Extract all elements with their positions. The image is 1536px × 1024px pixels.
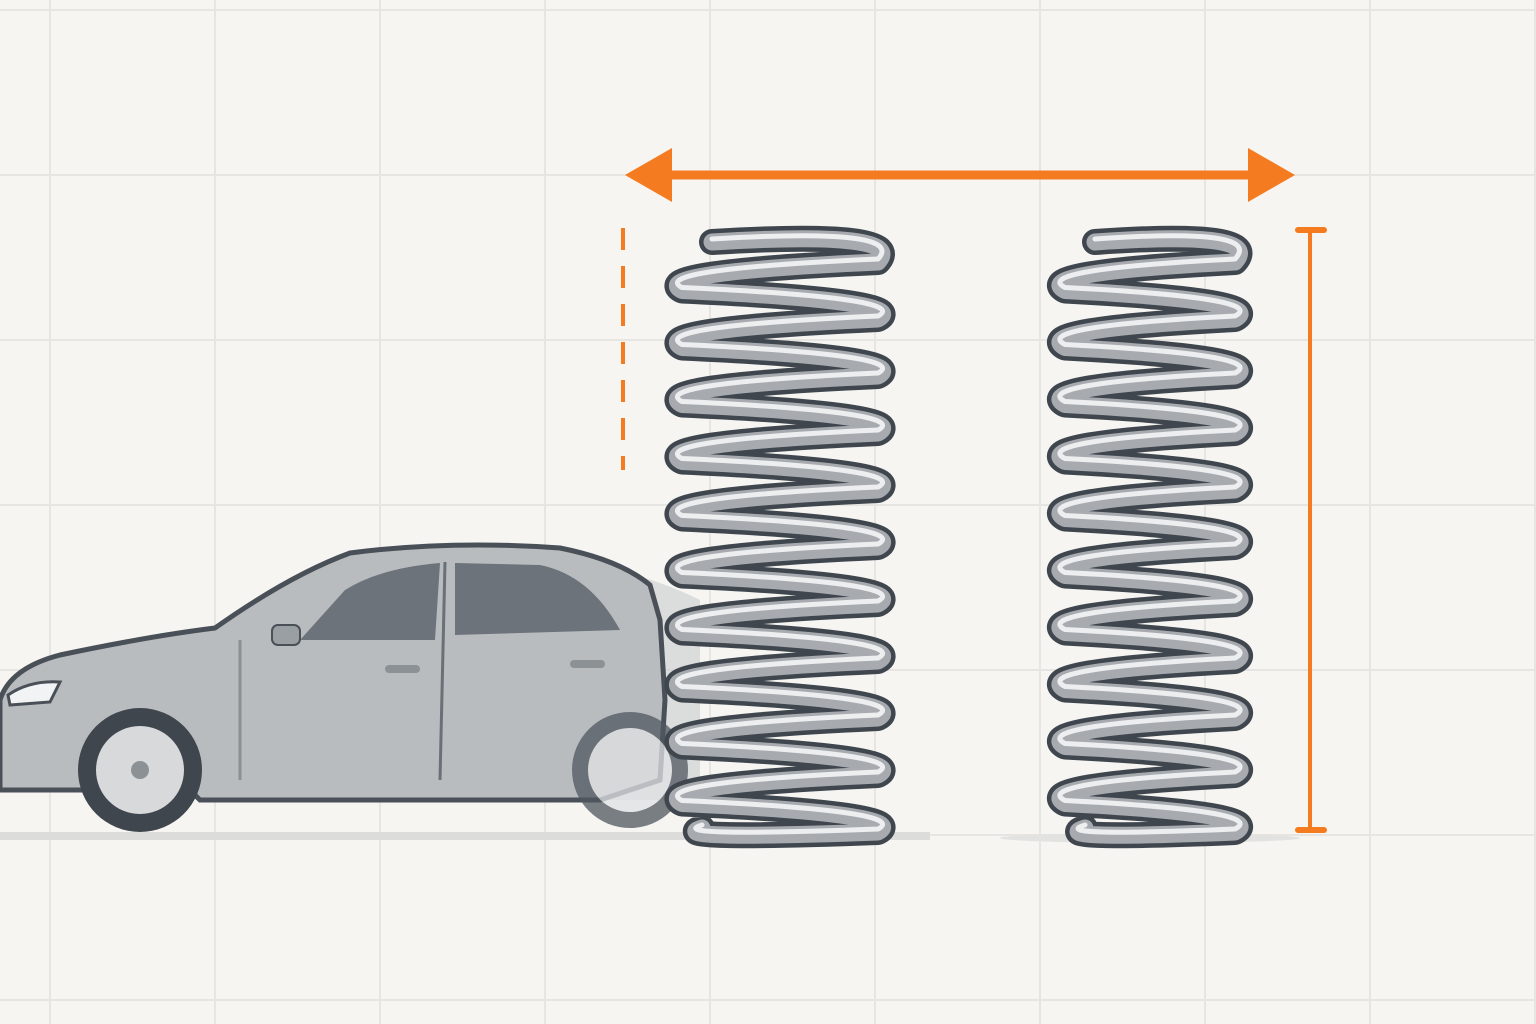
headlight: [6, 680, 63, 707]
car-rear-window: [300, 563, 440, 640]
rear-wheel: [572, 712, 688, 828]
height-dimension-bracket: [1295, 227, 1327, 833]
spring-coil: [1051, 230, 1249, 844]
car-door-line: [438, 561, 447, 781]
horizontal-dimension-arrow: [625, 148, 1295, 202]
arrow-right-icon: [1248, 148, 1295, 202]
right-spring: [1046, 225, 1254, 849]
car-window: [455, 563, 620, 635]
front-wheel: [78, 708, 202, 832]
arrow-left-icon: [625, 148, 672, 202]
spring-coil: [668, 230, 892, 844]
car: [0, 542, 700, 832]
door-handle: [385, 665, 420, 673]
door-handle: [570, 660, 605, 668]
ground-line: [0, 832, 930, 840]
side-mirror: [271, 624, 301, 646]
spring-coil: [1057, 233, 1243, 835]
spring-coil: [674, 233, 886, 835]
compressed-left-spring: [664, 225, 896, 849]
